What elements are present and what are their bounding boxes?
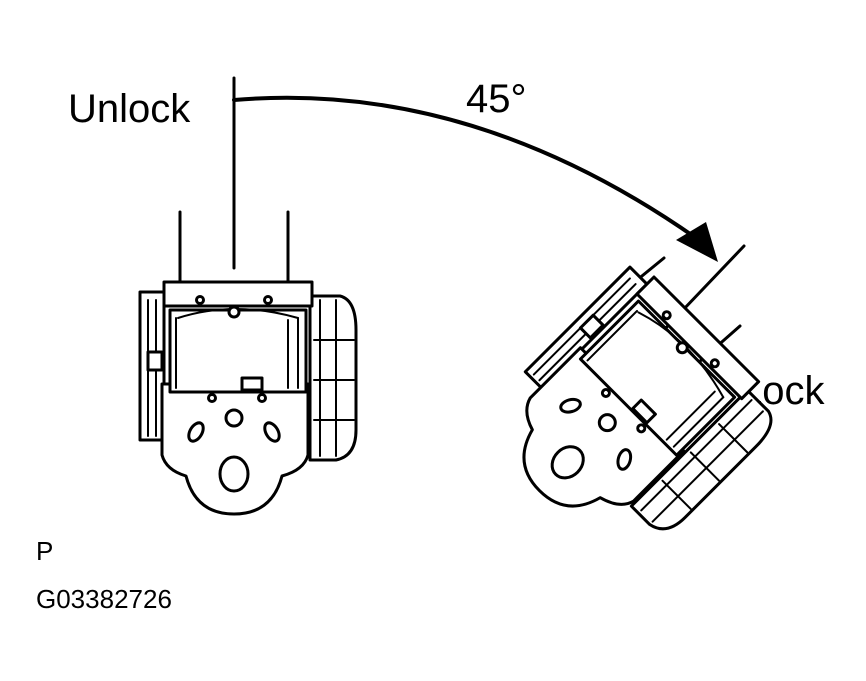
- figure-code: G03382726: [36, 584, 172, 614]
- rotation-arrow: [232, 95, 718, 262]
- switch-lock-position: [522, 244, 773, 531]
- switch-unlock-position: [138, 76, 358, 516]
- view-label: P: [36, 536, 53, 566]
- unlock-label: Unlock: [68, 87, 191, 131]
- angle-label: 45°: [466, 77, 527, 121]
